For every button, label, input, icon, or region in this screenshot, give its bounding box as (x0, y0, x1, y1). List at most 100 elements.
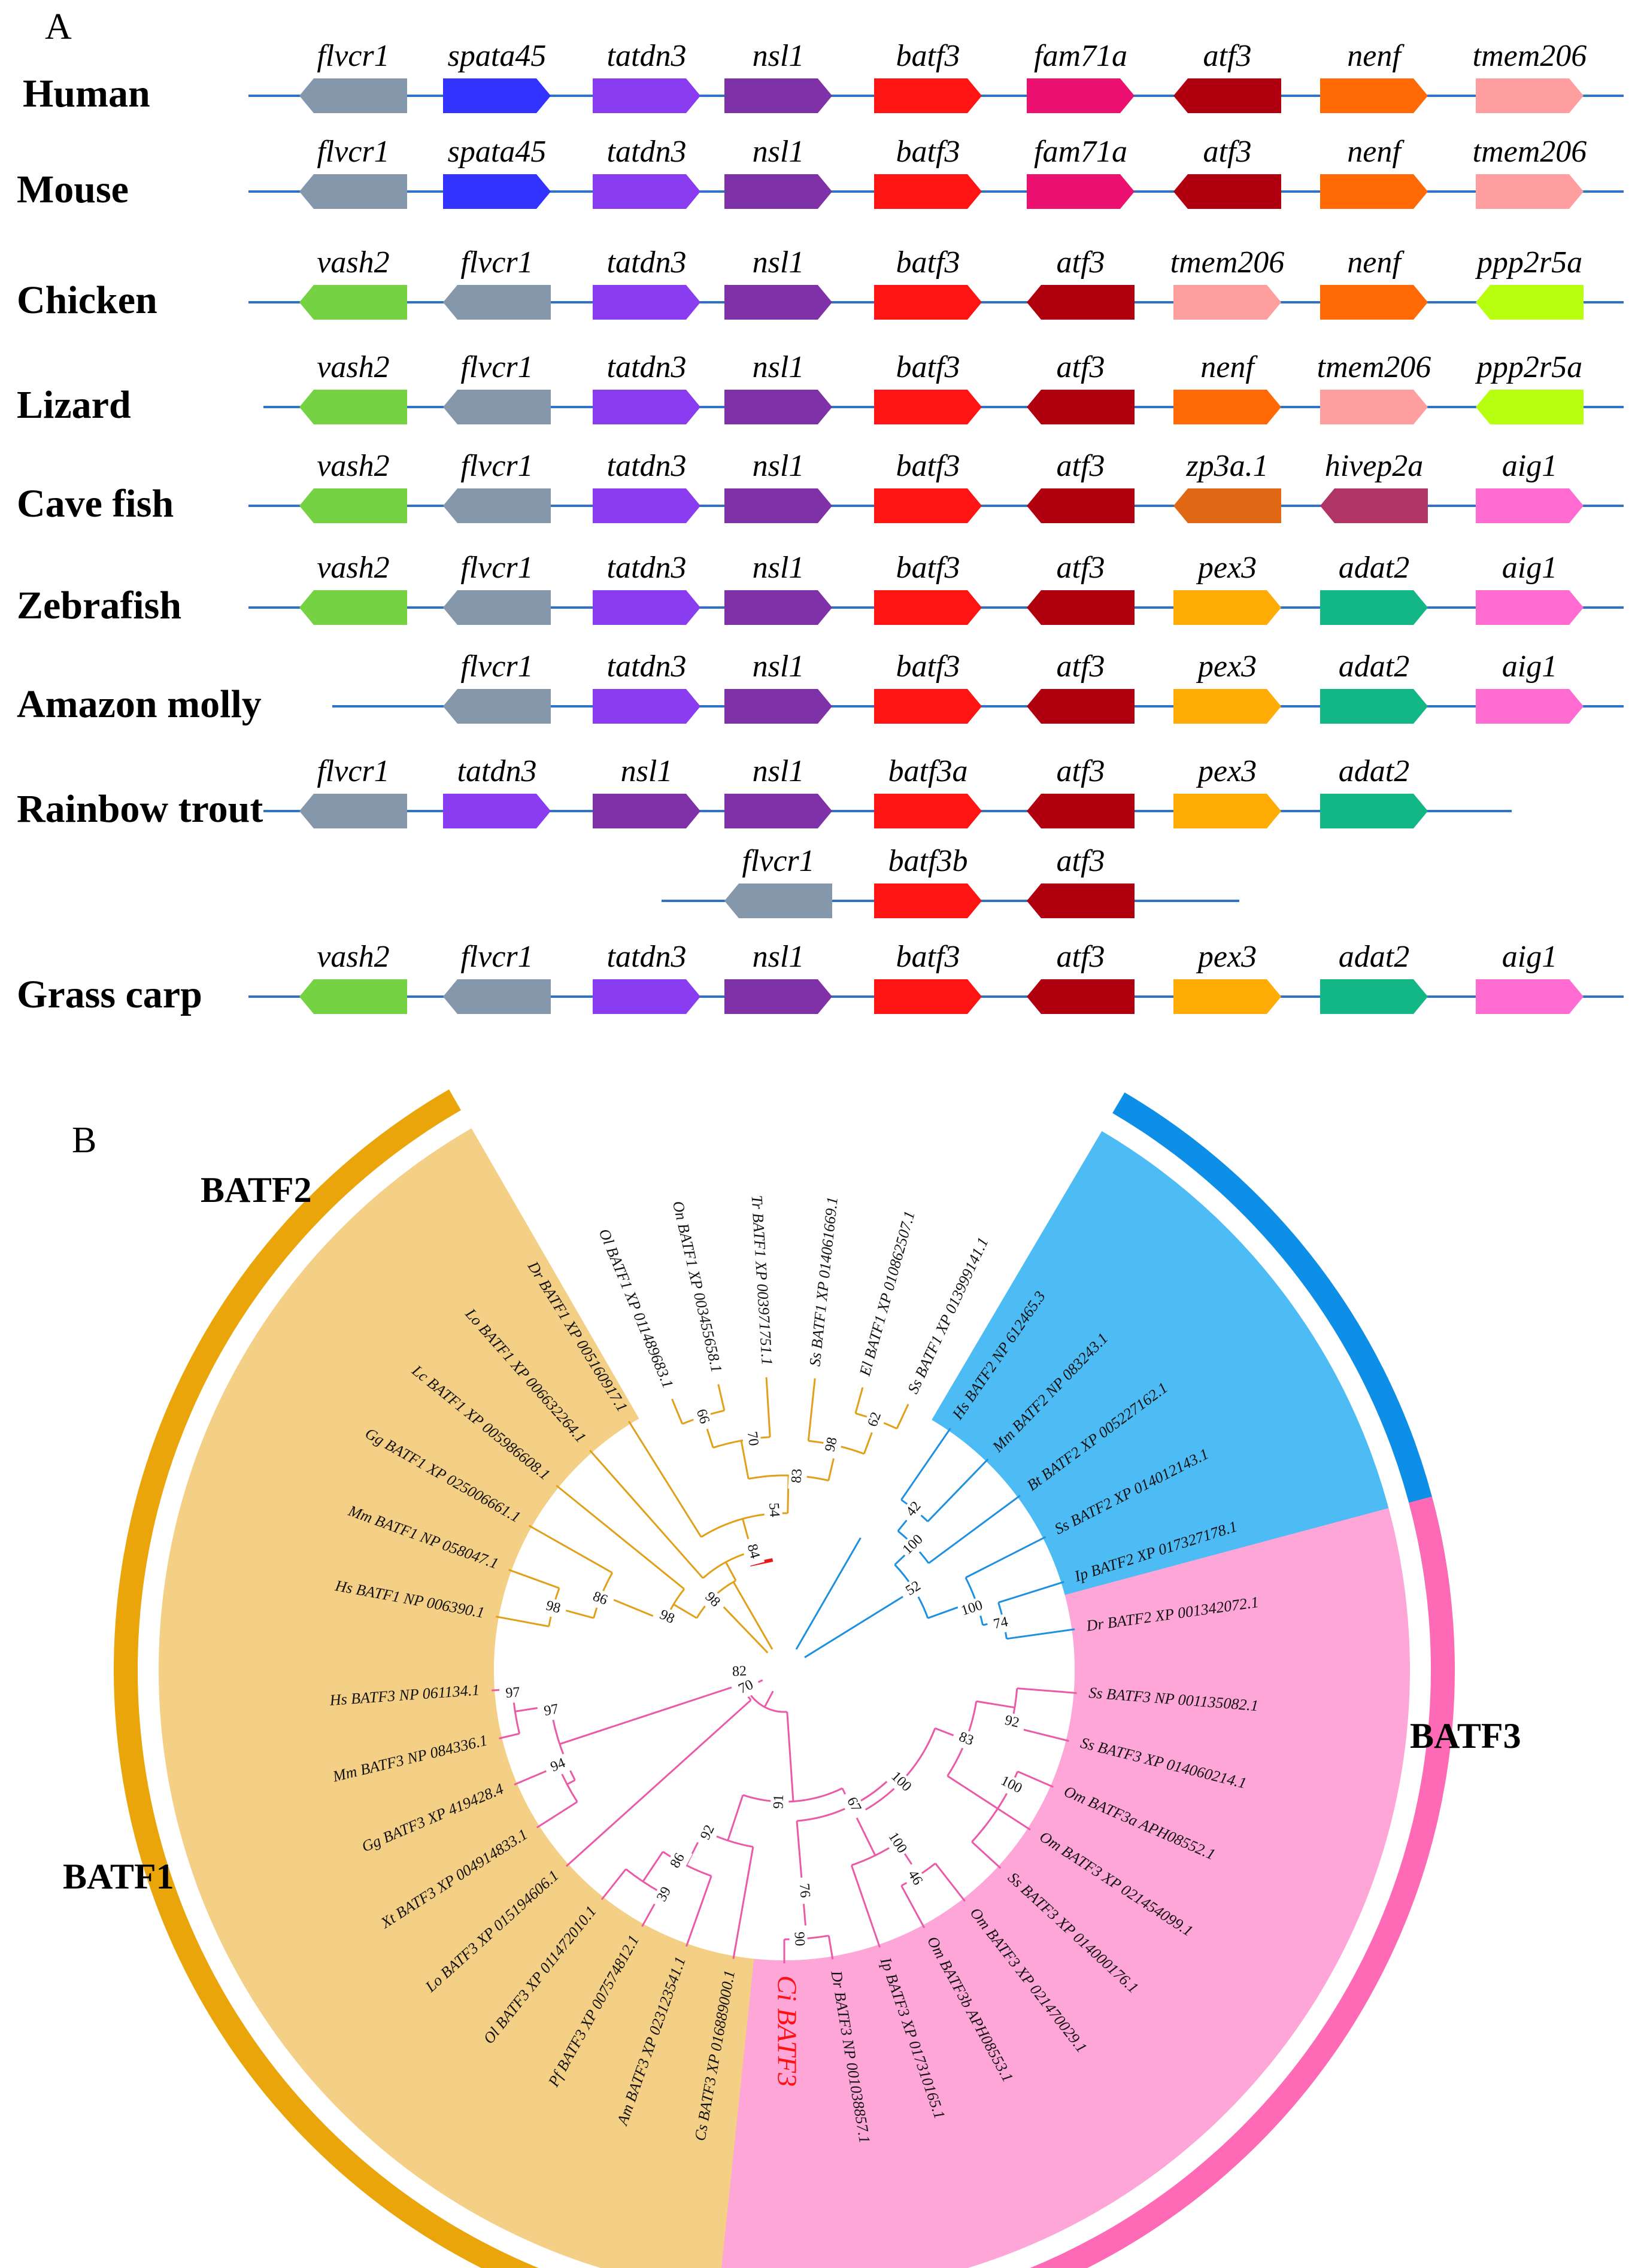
gene-arrow-fam71a (1027, 78, 1135, 113)
gene-arrow-vash2 (299, 285, 407, 320)
gene-arrow-batf3 (874, 174, 982, 209)
gene-arrow-tmem206 (1476, 78, 1584, 113)
bootstrap-bg (740, 1536, 765, 1567)
bootstrap-bg (650, 1878, 680, 1911)
gene-arrow-zp3a-1 (1173, 488, 1281, 523)
gene-arrow-pex3 (1173, 794, 1281, 828)
tree-branch (854, 1387, 864, 1414)
gene-arrow-nsl1 (724, 590, 832, 625)
bootstrap-bg (726, 1662, 753, 1683)
gene-arrow-pex3 (1173, 590, 1281, 625)
gene-label: flvcr1 (460, 449, 533, 483)
gene-label: pex3 (1196, 551, 1257, 585)
gene-label: hivep2a (1325, 449, 1424, 483)
tree-tip-label: On BATF1 XP 003455658.1 (669, 1200, 726, 1374)
gene-label: atf3 (1057, 940, 1105, 974)
gene-label: vash2 (317, 245, 389, 280)
gene-arrow-flvcr1 (443, 488, 551, 523)
clade-sector-batf3 (721, 1508, 1410, 2268)
gene-label: nsl1 (621, 754, 673, 788)
species-label: Amazon molly (17, 682, 262, 726)
gene-label: tatdn3 (607, 551, 687, 585)
tree-center-disc (494, 1380, 1075, 1960)
bootstrap-value: 83 (788, 1468, 805, 1484)
gene-label: flvcr1 (317, 39, 389, 73)
gene-label: atf3 (1057, 649, 1105, 684)
gene-arrow-tatdn3 (593, 285, 700, 320)
tree-branch (559, 1683, 742, 1745)
tree-branch (807, 1378, 816, 1441)
gene-label: tatdn3 (607, 39, 687, 73)
gene-label: adat2 (1339, 940, 1409, 974)
phylogenetic-tree-panel: Dr BATF2 XP 001342072.1Ip BATF2 XP 01732… (114, 1089, 1455, 2268)
bootstrap-bg (689, 1401, 715, 1432)
gene-label: flvcr1 (460, 551, 533, 585)
bootstrap-bg (741, 1424, 763, 1453)
bootstrap-bg (862, 1404, 888, 1435)
gene-label: batf3 (896, 350, 960, 384)
gene-label: tmem206 (1473, 39, 1587, 73)
bootstrap-bg (696, 1584, 728, 1616)
gene-label: pex3 (1196, 940, 1257, 974)
gene-label: fam71a (1034, 39, 1127, 73)
gene-label: batf3 (896, 245, 960, 280)
tree-branch (1017, 1687, 1077, 1694)
gene-label: batf3 (896, 940, 960, 974)
gene-label: nsl1 (753, 940, 805, 974)
gene-arrow-batf3b (874, 883, 982, 918)
bootstrap-bg (884, 1766, 917, 1798)
clade-label-batf1: BATF1 (63, 1857, 174, 1896)
gene-arrow-ppp2r5a (1476, 390, 1584, 424)
gene-label: nsl1 (753, 649, 805, 684)
tree-branch (896, 1404, 909, 1429)
gene-arrow-nsl1 (724, 794, 832, 828)
bootstrap-bg (986, 1612, 1016, 1636)
bootstrap-bg (694, 1817, 723, 1849)
bootstrap-bg (538, 1596, 568, 1620)
gene-label: tmem206 (1317, 350, 1431, 384)
bootstrap-value: 91 (771, 1794, 787, 1809)
gene-label: atf3 (1057, 245, 1105, 280)
gene-arrow-tatdn3 (593, 689, 700, 724)
tree-branch (997, 1808, 1031, 1831)
bootstrap-value: 97 (505, 1684, 521, 1701)
gene-label: fam71a (1034, 135, 1127, 169)
bootstrap-bg (499, 1683, 527, 1704)
gene-arrow-flvcr1 (443, 590, 551, 625)
gene-arrow-spata45 (443, 174, 551, 209)
tree-branch (935, 1863, 966, 1902)
gene-label: ppp2r5a (1475, 245, 1582, 280)
gene-label: atf3 (1057, 844, 1105, 878)
bootstrap-bg (788, 1925, 808, 1953)
tree-branch (971, 1841, 1002, 1869)
gene-arrow-batf3 (874, 488, 982, 523)
tree-branch (732, 1581, 774, 1650)
gene-arrow-flvcr1 (724, 883, 832, 918)
tree-branch (495, 1616, 549, 1628)
gene-label: pex3 (1196, 649, 1257, 684)
tree-branch (804, 1589, 915, 1659)
gene-arrow-tatdn3 (593, 174, 700, 209)
bootstrap-bg (770, 1788, 790, 1815)
bootstrap-value: 97 (543, 1701, 560, 1719)
tree-branch (589, 1450, 704, 1579)
gene-arrow-tatdn3 (593, 979, 700, 1014)
gene-label: atf3 (1057, 449, 1105, 483)
tree-branch (732, 1847, 754, 1959)
gene-label: batf3 (896, 449, 960, 483)
gene-arrow-nsl1 (724, 78, 832, 113)
gene-arrow-nenf (1320, 285, 1428, 320)
gene-arrow-atf3 (1173, 78, 1281, 113)
gene-arrow-vash2 (299, 979, 407, 1014)
gene-arrow-fam71a (1027, 174, 1135, 209)
gene-arrow-nsl1 (724, 979, 832, 1014)
gene-arrow-flvcr1 (443, 285, 551, 320)
bootstrap-value: 98 (822, 1436, 840, 1453)
gene-arrow-flvcr1 (299, 174, 407, 209)
gene-arrow-pex3 (1173, 689, 1281, 724)
gene-arrow-tmem206 (1173, 285, 1281, 320)
gene-arrow-batf3a (874, 794, 982, 828)
